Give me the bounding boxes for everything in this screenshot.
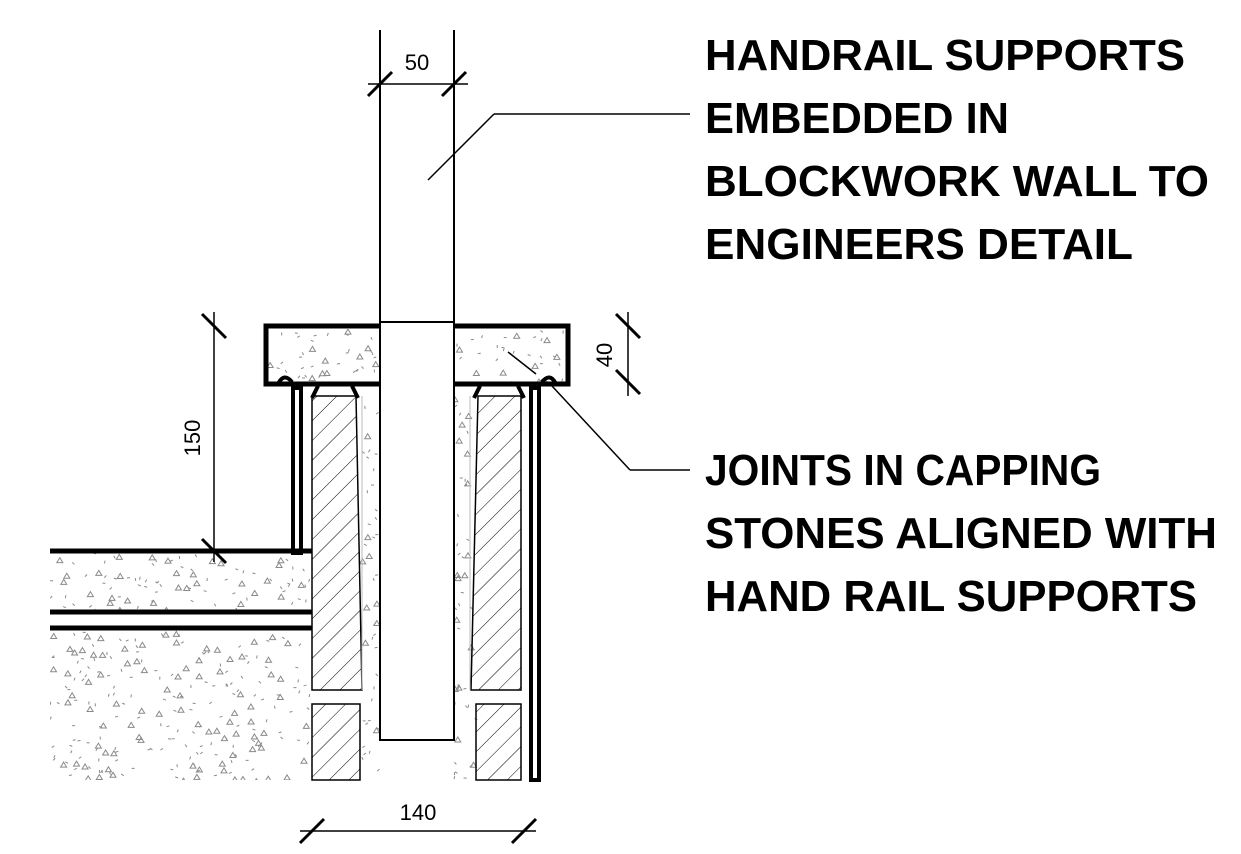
dimension-label-post-width: 50 — [405, 50, 429, 75]
note-handrail-line-2: EMBEDDED IN — [705, 94, 1009, 143]
leader-joints — [507, 351, 690, 471]
dimension-post-width — [366, 70, 468, 98]
note-handrail-supports: HANDRAIL SUPPORTS EMBEDDED IN BLOCKWORK … — [705, 31, 1209, 269]
note-capping-joints: JOINTS IN CAPPING STONES ALIGNED WITH HA… — [705, 446, 1217, 621]
dimension-label-capping-thickness: 40 — [592, 343, 617, 367]
floor-slab — [50, 548, 312, 631]
concrete-fill — [50, 329, 565, 780]
blockwork-wall — [311, 395, 522, 781]
dimension-label-wall-width: 140 — [400, 800, 437, 825]
note-handrail-line-4: ENGINEERS DETAIL — [705, 220, 1133, 269]
handrail-post — [379, 30, 455, 741]
note-handrail-line-1: HANDRAIL SUPPORTS — [705, 31, 1185, 80]
dimension-wall-width — [298, 817, 538, 845]
dimension-capping-thickness — [614, 312, 642, 396]
note-joints-line-2: STONES ALIGNED WITH — [705, 509, 1217, 558]
note-joints-line-1: JOINTS IN CAPPING — [705, 446, 1101, 495]
note-handrail-line-3: BLOCKWORK WALL TO — [705, 157, 1209, 206]
note-joints-line-3: HAND RAIL SUPPORTS — [705, 572, 1197, 621]
dimension-upstand-height — [200, 312, 228, 565]
dimension-label-upstand-height: 150 — [180, 420, 205, 457]
leader-handrail — [427, 113, 690, 181]
